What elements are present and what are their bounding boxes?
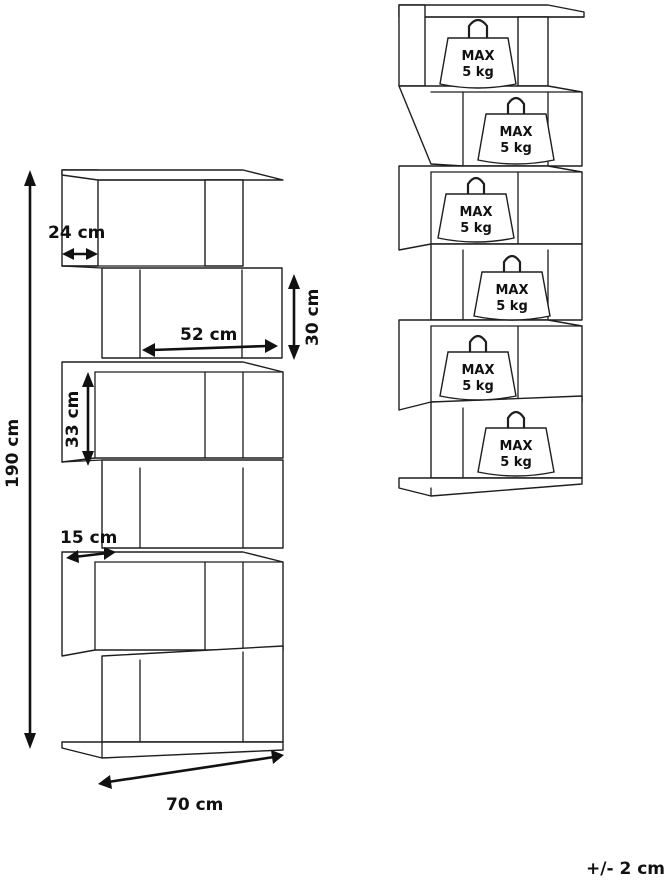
- dimension-upper-shelf-height: 30 cm: [288, 274, 323, 360]
- shelf-base-board: [61, 741, 284, 759]
- shelf-top-board: [61, 169, 284, 267]
- dimension-inner-width-label: 52 cm: [180, 325, 237, 345]
- dimension-side-depth-label: 24 cm: [48, 223, 105, 243]
- weight-limit-icon: MAX 5 kg: [439, 18, 517, 89]
- dimension-shelf-depth-label: 15 cm: [60, 528, 117, 548]
- dimension-total-width-label: 70 cm: [166, 795, 223, 815]
- shelf-drawing-dimensioned: 190 cm 24 cm 52 cm 30 cm 33: [3, 169, 323, 815]
- shelf-drawing-load: MAX 5 kg MAX 5 kg MAX 5 kg MAX 5 kg: [398, 4, 585, 497]
- weight-limit-value: 5 kg: [500, 141, 532, 156]
- shelf-tier-3: [61, 459, 284, 549]
- weight-limit-value: 5 kg: [496, 299, 528, 314]
- shelf-tier-2: [61, 361, 284, 463]
- dimension-total-height: 190 cm: [3, 170, 36, 749]
- dimension-lower-shelf-height-label: 33 cm: [63, 391, 83, 448]
- weight-limit-label: MAX: [499, 125, 532, 140]
- weight-limit-icon: MAX 5 kg: [439, 334, 517, 401]
- weight-limit-value: 5 kg: [500, 455, 532, 470]
- dimension-inner-width: 52 cm: [142, 325, 278, 357]
- dimension-upper-shelf-height-label: 30 cm: [303, 289, 323, 346]
- dimension-side-depth: 24 cm: [48, 223, 105, 260]
- weight-limit-value: 5 kg: [462, 65, 494, 80]
- weight-limit-icon: MAX 5 kg: [477, 410, 555, 477]
- shelf-tier-5: [101, 645, 284, 743]
- weight-limit-icon: MAX 5 kg: [437, 176, 515, 243]
- shelf-tier-1: [61, 265, 283, 359]
- weight-limit-icon: MAX 5 kg: [477, 96, 555, 165]
- weight-limit-label: MAX: [461, 363, 494, 378]
- weight-limit-label: MAX: [461, 49, 494, 64]
- weight-limit-value: 5 kg: [462, 379, 494, 394]
- weight-limit-label: MAX: [499, 439, 532, 454]
- weight-limit-value: 5 kg: [460, 221, 492, 236]
- tolerance-note: +/- 2 cm: [586, 859, 665, 879]
- weight-limit-label: MAX: [495, 283, 528, 298]
- dimension-total-width: 70 cm: [98, 750, 284, 815]
- shelf-tier-4: [61, 551, 284, 657]
- weight-limit-icon: MAX 5 kg: [473, 254, 551, 321]
- weight-limit-label: MAX: [459, 205, 492, 220]
- dimension-total-height-label: 190 cm: [3, 419, 23, 488]
- dimension-lower-shelf-height: 33 cm: [63, 372, 94, 466]
- dimension-shelf-depth: 15 cm: [60, 528, 117, 563]
